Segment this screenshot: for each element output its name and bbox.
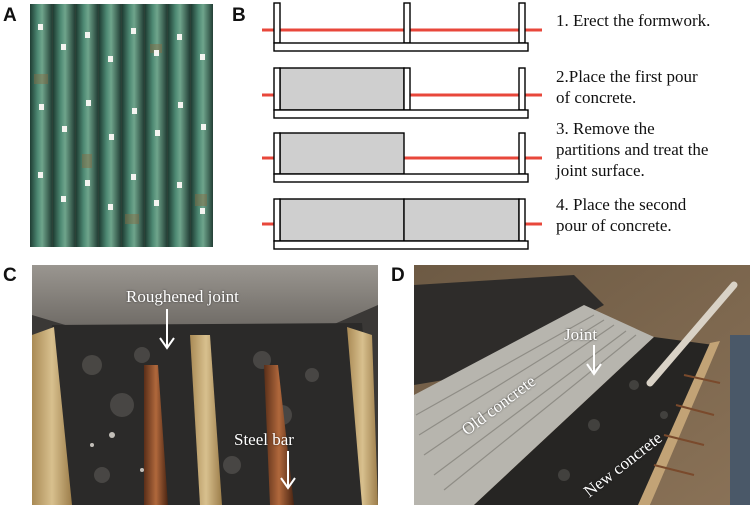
photo-c-arrows	[159, 309, 296, 490]
panel-label-c: C	[3, 265, 17, 286]
photo-d-old-new-concrete	[414, 265, 750, 505]
label-joint: Joint	[564, 325, 598, 344]
stage-3-remove-partitions	[262, 132, 542, 183]
stage-2-first-pour	[262, 67, 542, 119]
photo-d-illustration	[414, 265, 750, 505]
step-1-text: 1. Erect the formwork.	[556, 11, 711, 30]
photo-d-arrows	[586, 345, 602, 376]
stage-4-second-pour	[262, 198, 542, 250]
panel-label-a: A	[3, 5, 17, 26]
photo-a-rebar	[30, 4, 213, 247]
step-2-text: 2.Place the first pour of concrete.	[556, 67, 698, 107]
panel-label-d: D	[391, 265, 405, 286]
panel-label-b: B	[232, 5, 246, 26]
schematic-b-stages	[262, 2, 542, 250]
stage-1-formwork	[262, 2, 542, 52]
schematic-b	[260, 0, 545, 255]
photo-a-rebar-illustration	[30, 4, 213, 247]
label-steel-bar: Steel bar	[234, 430, 294, 449]
photo-c-illustration	[32, 265, 378, 505]
label-roughened-joint: Roughened joint	[126, 287, 239, 306]
step-3-text: 3. Remove the partitions and treat the j…	[556, 119, 709, 180]
photo-c-roughened-joint	[32, 265, 378, 505]
step-4-text: 4. Place the second pour of concrete.	[556, 195, 687, 235]
